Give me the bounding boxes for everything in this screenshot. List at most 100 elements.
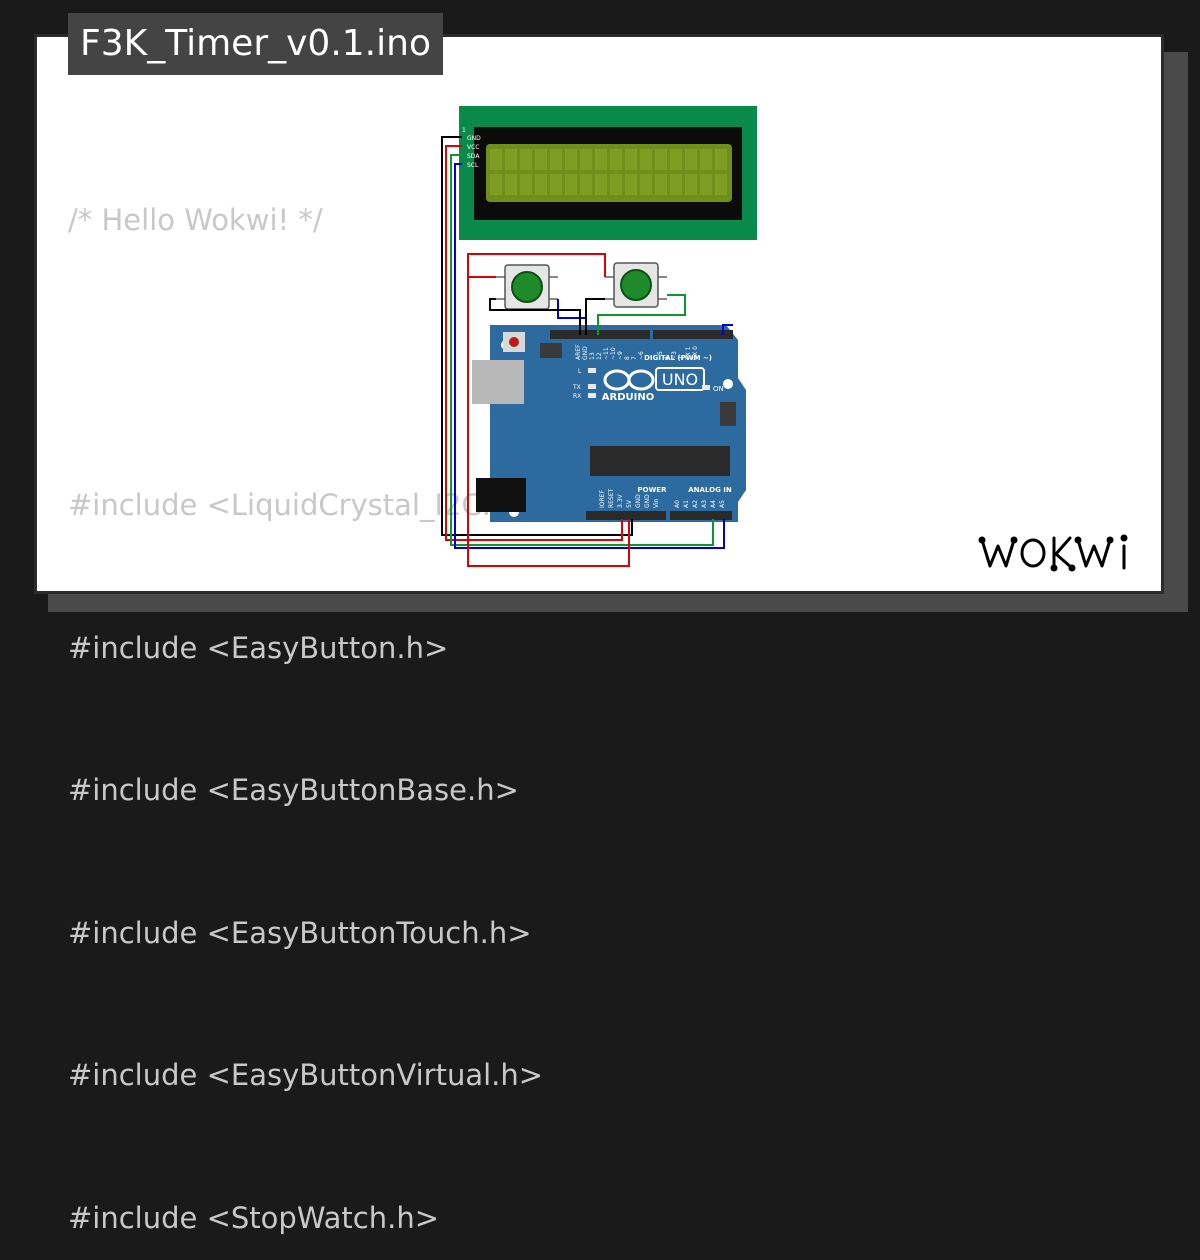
pin-label: ~9 [617,351,624,360]
lcd-cell [595,174,607,195]
pin-label: IOREF [599,490,606,508]
lcd-cell [700,174,712,195]
wire-lcd-sda [450,154,714,546]
pin-label: 12 [596,352,603,360]
pin-label: GND [644,494,651,508]
lcd-cell [640,174,652,195]
brand-text: ARDUINO [602,392,654,403]
lcd-cell [520,149,532,170]
lcd-cell [715,149,727,170]
led-l-label: L [578,368,582,375]
wire-lcd-vcc [445,145,623,541]
pin-label: 4 [664,356,671,360]
analog-header [670,511,732,520]
code-line: #include <EasyButtonBase.h> [68,773,519,807]
circuit-diagram: 1 GND VCC SDA SCL [441,106,757,567]
lcd-cell [685,149,697,170]
lcd-pin-labels: GND VCC SDA SCL [467,135,481,169]
lcd-cell [715,174,727,195]
lcd-pin-label: SDA [467,153,480,160]
code-line: #include <EasyButtonVirtual.h> [68,1058,544,1092]
power-header [586,511,666,520]
uno-badge [655,367,705,391]
wire-top-blue [722,324,733,335]
lcd-cell [595,149,607,170]
pin-label: A0 [674,500,681,508]
pin-label: A1 [683,500,690,508]
board-name: UNO [662,370,698,389]
lcd-cell [490,149,502,170]
led-rx [588,393,596,398]
lcd-pin-label: GND [467,135,481,142]
led-rx-label: RX [573,393,581,400]
lcd-cell [565,149,577,170]
pin-label: 5V [626,499,633,508]
led-tx-label: TX [572,384,581,391]
lcd-cell [625,174,637,195]
led-on [702,385,710,390]
pin-label: 13 [589,352,596,360]
pin-label: RESET [608,488,615,508]
pin-label: RX 0 [692,346,699,360]
atmega-chip [590,446,730,476]
pin-label: TX 1 [685,346,692,361]
reset-button-cap[interactable] [509,337,519,347]
lcd-cell [670,149,682,170]
pin-label: A3 [701,500,708,508]
lcd-cell [535,149,547,170]
pin-label: ~6 [638,351,645,360]
lcd-cell [565,174,577,195]
lcd-cell [655,149,667,170]
digital-header-left [550,330,650,339]
led-on-label: ON [713,385,724,393]
wokwi-logo-mark [978,534,1128,572]
lcd-pin1-marker: 1 [462,127,466,134]
wokwi-logo[interactable] [978,528,1150,580]
wire-button2-power [467,253,606,277]
code-line: /* Hello Wokwi! */ [68,203,323,237]
pin-label: ~11 [603,347,610,360]
pin-label: ~10 [610,347,617,360]
pin-label: Vin [653,498,660,508]
icsp-right-header [720,402,736,426]
lcd-cell [610,149,622,170]
lcd-cell [610,174,622,195]
lcd-cell [580,149,592,170]
lcd-display[interactable]: 1 GND VCC SDA SCL [459,106,757,240]
lcd-pin-label: VCC [467,144,479,151]
lcd-cell [580,174,592,195]
pin-label: ~5 [657,351,664,360]
pushbutton-1-cap[interactable] [511,271,543,303]
pushbutton-1[interactable] [496,264,558,310]
code-line: #include <StopWatch.h> [68,1200,439,1235]
pin-label: GND [635,494,642,508]
lcd-pin-label: SCL [467,162,479,169]
lcd-cell [505,174,517,195]
label-analog: ANALOG IN [688,486,732,494]
lcd-cell [520,174,532,195]
usb-port [472,360,524,404]
pushbutton-2-cap[interactable] [620,269,652,301]
wire-button1-gnd [489,298,581,335]
led-l [588,368,596,373]
lcd-cell [550,174,562,195]
icsp-header [540,343,562,358]
pin-label: 8 [624,356,631,360]
lcd-cell [535,174,547,195]
led-tx [588,384,596,389]
lcd-cell [490,174,502,195]
project-title[interactable]: F3K_Timer_v0.1.ino [68,13,443,75]
code-line: #include <EasyButton.h> [68,630,449,665]
pin-label: 2 [678,356,685,360]
wire-lcd-gnd [441,136,633,536]
pushbutton-2[interactable] [605,262,667,308]
label-power: POWER [638,486,668,494]
pin-label: A5 [719,500,726,508]
arduino-uno-board[interactable]: UNO ARDUINO DIGITAL (PWM ~) POWER ANALOG… [472,325,746,522]
lcd-cell [670,174,682,195]
wire-button1-power [467,276,630,567]
wire-button2-gnd [585,298,605,335]
wire-lcd-scl [454,163,725,549]
